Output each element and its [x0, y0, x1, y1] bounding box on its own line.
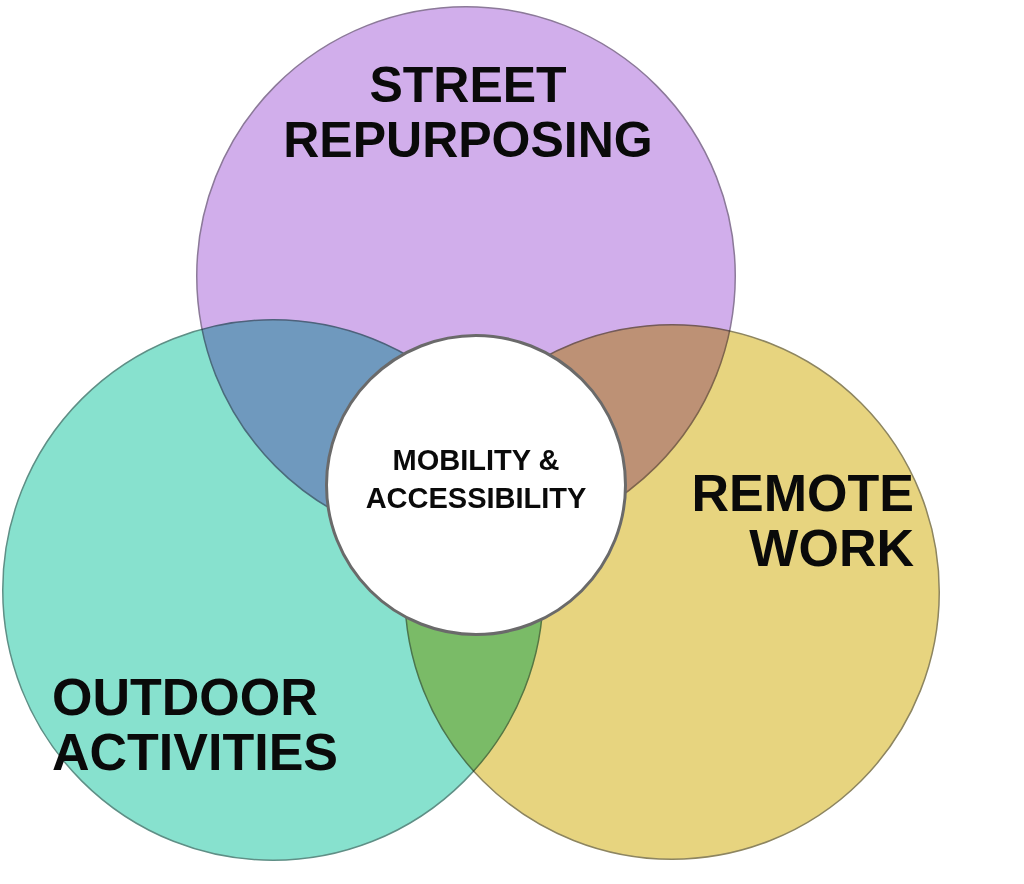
circle-label: STREET REPURPOSING — [248, 58, 688, 168]
center-circle: MOBILITY & ACCESSIBILITY — [325, 334, 627, 636]
circle-shape — [405, 325, 940, 860]
circle-label: OUTDOOR ACTIVITIES — [52, 670, 382, 779]
text-box: MOBILITY & ACCESSIBILITY — [336, 442, 616, 517]
circle-label: MOBILITY & ACCESSIBILITY — [336, 442, 616, 517]
circle-label: REMOTE WORK — [660, 466, 914, 575]
text-box: REMOTE WORK — [660, 466, 914, 575]
text-box: OUTDOOR ACTIVITIES — [52, 670, 382, 779]
circle-shape — [327, 336, 626, 635]
text-box: STREET REPURPOSING — [248, 58, 688, 168]
circle-shape — [3, 320, 544, 861]
